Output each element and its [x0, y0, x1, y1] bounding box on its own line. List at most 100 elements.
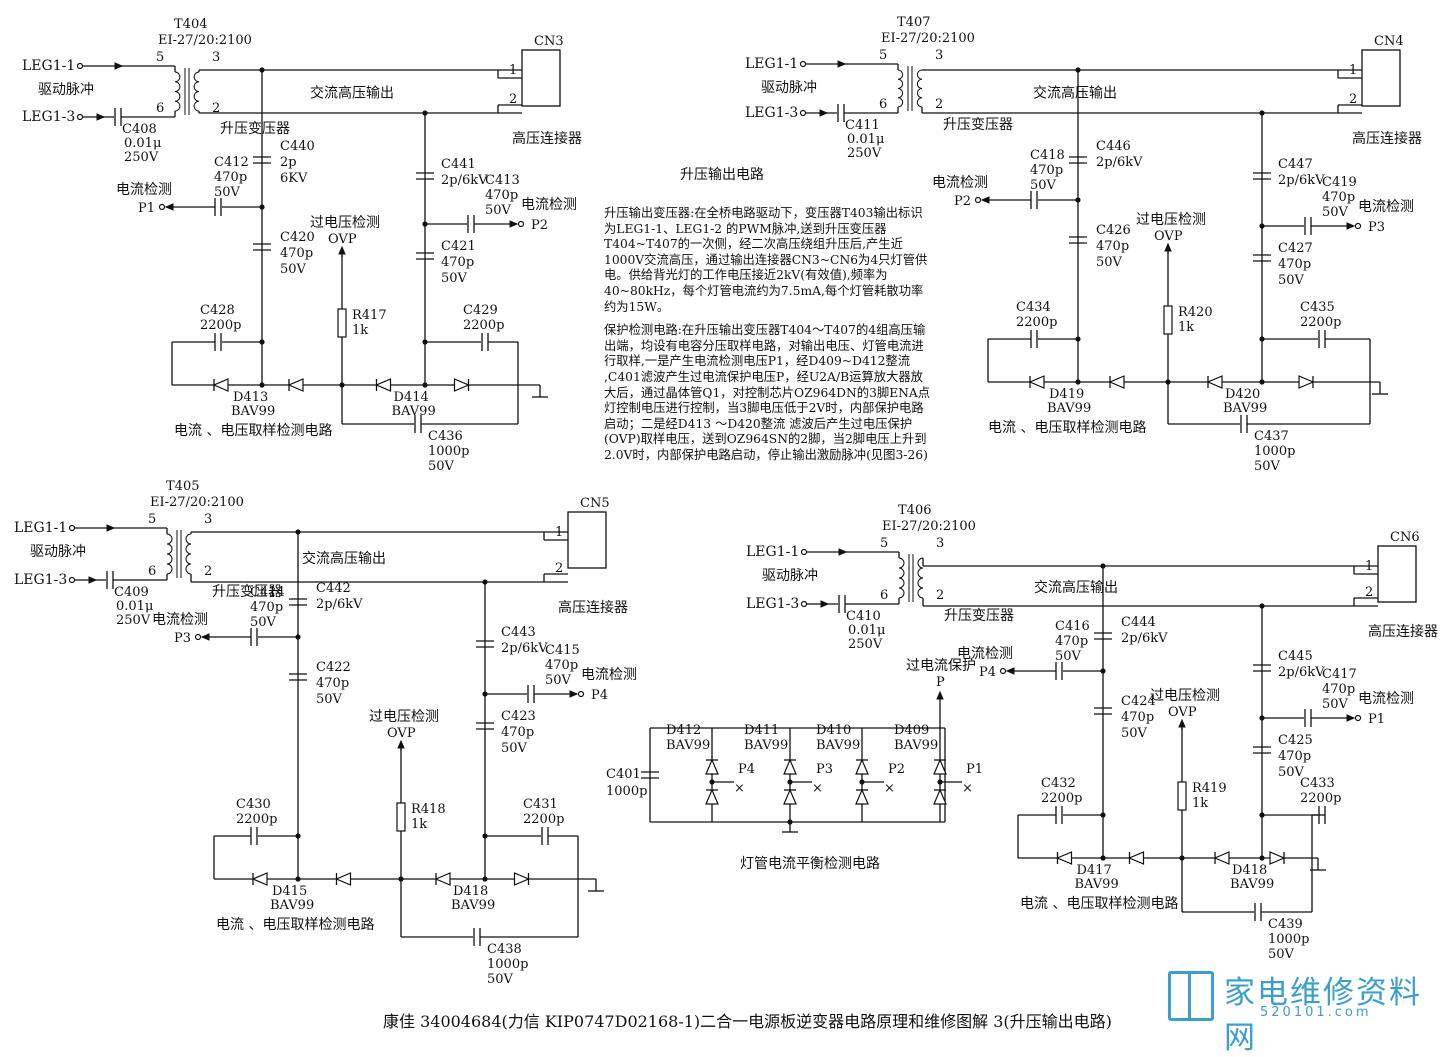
- connector-ref: CN3: [534, 34, 564, 49]
- input-capacitor: [106, 571, 114, 589]
- filter-cap-left-value: 2200p: [200, 318, 241, 333]
- drive-pulse-label: 驱动脉冲: [30, 544, 86, 560]
- detect-cap-left-ref: C416: [1055, 619, 1090, 634]
- balance-circuit-title: 灯管电流平衡检测电路: [740, 856, 880, 872]
- hv-cap-b-value: 2p/6kV: [1278, 665, 1325, 680]
- filter-cap-right-ref: C429: [463, 303, 498, 318]
- filter-cap-right-value: 2200p: [463, 318, 504, 333]
- ovp-label: OVP: [1168, 705, 1197, 720]
- rectifier-diode-right-b: [453, 378, 471, 392]
- input-cap-value: 0.01μ: [848, 623, 885, 638]
- divider-cap-left-value: 470p: [280, 246, 313, 261]
- divider-cap-left-value: 470p: [1121, 710, 1154, 725]
- current-detect-cap-left: [1030, 191, 1038, 209]
- description-paragraph-protection: 保护检测电路:在升压输出变压器T404～T407的4组高压输出端，均设有电容分压…: [604, 323, 931, 462]
- detect-cap-left-rating: 50V: [214, 185, 241, 200]
- ovp-resistor-ref: R419: [1192, 781, 1227, 796]
- divider-cap-right-ref: C425: [1278, 733, 1313, 748]
- hv-divider-capacitor-b: [1253, 664, 1271, 672]
- pin-5: 5: [156, 50, 164, 65]
- hv-divider-capacitor-a: [289, 598, 307, 606]
- watermark-url: 520101.com: [1260, 1005, 1372, 1020]
- converter-block-tl: LEG1-1驱动脉冲LEG1-3C4080.01μ250V56T404EI-27…: [22, 17, 582, 474]
- current-detect-cap-right: [1304, 217, 1312, 235]
- filter-cap-right-value: 2200p: [1300, 315, 1341, 330]
- transformer-core: EI-27/20:2100: [882, 519, 976, 534]
- hv-divider-capacitor-b: [1253, 172, 1271, 180]
- hv-divider-capacitor-b: [416, 172, 434, 180]
- smoothing-capacitor: [1254, 903, 1262, 921]
- divider-capacitor-left: [289, 673, 307, 681]
- input-cap-rating: 250V: [124, 150, 159, 165]
- divider-cap-left-ref: C424: [1121, 694, 1156, 709]
- balance-diode-ref-1: D411: [744, 723, 779, 738]
- balance-diode-type-2: BAV99: [816, 738, 860, 753]
- balance-tap-P1: P1: [966, 762, 983, 777]
- input-leg1-1: LEG1-1: [745, 56, 798, 72]
- detect-cap-right-rating: 50V: [1322, 697, 1349, 712]
- rectifier-left-type: BAV99: [1075, 877, 1119, 892]
- rectifier-diode-right-b: [1298, 375, 1315, 389]
- divider-cap-left-rating: 50V: [1121, 726, 1148, 741]
- filter-capacitor-right: [1318, 330, 1326, 348]
- converter-block-br: LEG1-1驱动脉冲LEG1-3C4100.01μ250V56T406EI-27…: [746, 503, 1438, 962]
- divider-cap-right-rating: 50V: [441, 271, 468, 286]
- detect-cap-left-value: 470p: [250, 600, 283, 615]
- ovp-detect-label: 过电压检测: [369, 709, 439, 725]
- hv-cap-b-value: 2p/6kV: [441, 173, 488, 188]
- ovp-resistor-value: 1k: [1178, 320, 1194, 335]
- hv-cap-a-value: 2p/6kV: [316, 597, 363, 612]
- filter-cap-left-value: 2200p: [1016, 315, 1057, 330]
- connector-ref: CN6: [1390, 530, 1420, 545]
- tap-cross-icon: ×: [812, 781, 823, 796]
- smoothing-cap-ref: C437: [1254, 429, 1289, 444]
- balance-diode-upper-2: [855, 758, 869, 775]
- current-detect-tap-right: P3: [1368, 220, 1385, 235]
- sampling-circuit-label: 电流 、电压取样检测电路: [1020, 896, 1178, 912]
- filter-cap-right-ref: C433: [1300, 776, 1335, 791]
- rectifier-left-type: BAV99: [270, 898, 314, 913]
- detect-cap-left-ref: C418: [1030, 148, 1065, 163]
- ovp-resistor: [396, 802, 406, 832]
- rectifier-left-ref: D417: [1077, 863, 1112, 878]
- input-cap-rating: 250V: [848, 637, 883, 652]
- rectifier-right-ref: D414: [394, 390, 429, 405]
- divider-cap-right-ref: C421: [441, 239, 476, 254]
- input-leg1-3: LEG1-3: [746, 596, 799, 612]
- input-capacitor: [838, 595, 846, 613]
- smoothing-cap-ref: C436: [428, 429, 463, 444]
- detect-cap-right-value: 470p: [1322, 190, 1355, 205]
- detect-cap-right-rating: 50V: [545, 673, 572, 688]
- hv-cap-a-value: 2p: [280, 155, 297, 170]
- smoothing-capacitor: [473, 928, 481, 946]
- step-up-transformer-label: 升压变压器: [212, 584, 282, 600]
- hv-cap-a-ref: C446: [1096, 139, 1131, 154]
- detect-cap-right-value: 470p: [485, 188, 518, 203]
- divider-cap-right-rating: 50V: [1278, 273, 1305, 288]
- pin-3: 3: [935, 48, 943, 63]
- detect-cap-right-rating: 50V: [1322, 205, 1349, 220]
- ovp-detect-label: 过电压检测: [310, 215, 380, 231]
- rectifier-diode-right-a: [1206, 375, 1223, 389]
- balance-cap-ref: C401: [606, 767, 641, 782]
- input-cap-rating: 250V: [116, 613, 151, 628]
- input-leg1-1: LEG1-1: [746, 544, 799, 560]
- drive-pulse-label: 驱动脉冲: [38, 82, 94, 98]
- balance-diode-lower-3: [933, 788, 947, 805]
- input-cap-ref: C409: [114, 585, 149, 600]
- balance-cap-value: 1000p: [606, 784, 647, 799]
- drive-pulse-label: 驱动脉冲: [761, 80, 817, 96]
- tap-cross-icon: ×: [884, 781, 895, 796]
- transformer-core: EI-27/20:2100: [881, 31, 975, 46]
- rectifier-diode-right-a: [434, 872, 451, 886]
- divider-cap-left-ref: C420: [280, 230, 315, 245]
- tap-cross-icon: ×: [962, 781, 973, 796]
- current-detect-label-right: 电流检测: [521, 197, 577, 213]
- current-detect-tap-right: P2: [531, 218, 548, 233]
- hv-cap-a-rating: 6KV: [280, 171, 308, 186]
- balance-diode-ref-3: D409: [894, 723, 929, 738]
- hv-connector: [1361, 49, 1401, 107]
- pin-5: 5: [148, 512, 156, 527]
- divider-cap-left-rating: 50V: [316, 692, 343, 707]
